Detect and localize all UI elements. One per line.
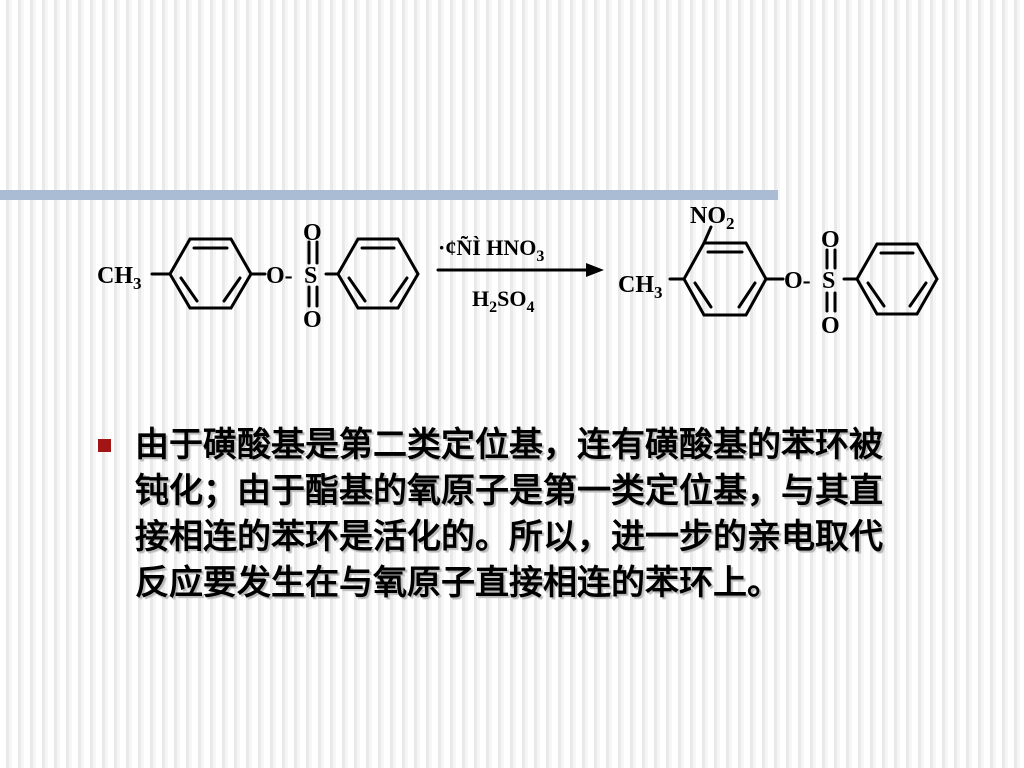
reaction-arrow-head [586, 263, 604, 277]
reactant-ring-1-double-bond [222, 276, 242, 303]
product-ring-2-double-bond [908, 281, 928, 308]
product-oxo-bottom-label: O [821, 313, 840, 339]
product-methyl-label: CH3 [618, 272, 663, 302]
product-ring-1-double-bond [693, 281, 713, 309]
reactant-ring-1-double-bond [179, 276, 199, 303]
reaction-condition-above: ·¢ÑÌ HNO3 [438, 235, 544, 265]
product-oxo-top-label: O [821, 227, 840, 253]
product-ring-1 [682, 241, 768, 317]
title-divider-bar [0, 190, 778, 200]
reactant-sulfur-label: S [304, 263, 317, 289]
product-ring-2 [855, 242, 939, 316]
reaction-condition-below: H2SO4 [472, 286, 534, 316]
reactant-ring-2-double-bond [347, 276, 367, 303]
reactant-ring-2-double-bond [389, 276, 409, 303]
reactant-oxo-top-label: O [303, 220, 322, 246]
product-nitro-bond [702, 225, 713, 245]
reactant-methyl-label: CH3 [97, 263, 142, 293]
product-nitro-label: NO2 [690, 203, 735, 233]
reactant-oxo-bottom-label: O [303, 307, 322, 333]
bullet-text: 由于磺酸基是第二类定位基，连有磺酸基的苯环被钝化；由于酯基的氧原子是第一类定位基… [135, 425, 883, 603]
product-ring-2-double-bond [866, 281, 886, 308]
product-sulfur-label: S [822, 268, 835, 294]
reactant-ester-oxygen-label: O- [266, 263, 293, 289]
reaction-scheme: CH3 O- S O O ·¢ÑÌ HNO3 H2SO4 NO2 CH3 O- … [97, 203, 939, 339]
product-ring-1-double-bond [737, 281, 757, 309]
product-ester-oxygen-label: O- [784, 268, 811, 294]
reactant-ring-2 [336, 237, 420, 310]
bullet-square-icon [98, 439, 111, 452]
